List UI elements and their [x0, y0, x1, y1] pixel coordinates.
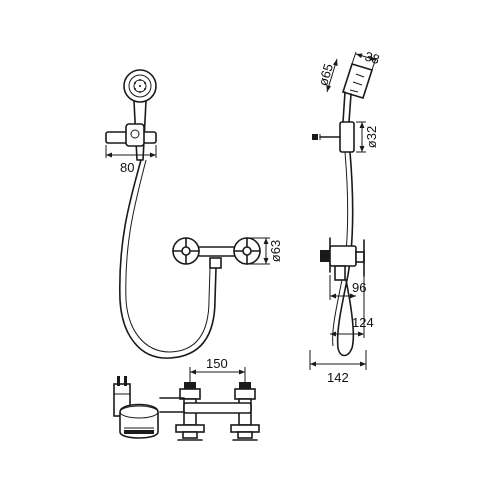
dim-80-label: 80 — [120, 160, 134, 175]
bottom-mixer-body — [183, 402, 252, 414]
dim-142-label: 142 — [327, 370, 349, 385]
dim-38-label: 38 — [363, 49, 381, 68]
shower-hose-inner — [125, 159, 211, 353]
shower-hose — [118, 159, 217, 359]
dim-63-label: ø63 — [268, 240, 283, 262]
dimension-124: 124 — [330, 276, 374, 338]
dimension-142: 142 — [309, 350, 367, 385]
hand-shower-head — [123, 69, 157, 103]
dim-32-label: ø32 — [364, 126, 379, 148]
side-handle — [342, 91, 352, 123]
dimension-63: ø63 — [250, 237, 283, 265]
dimension-65: ø65 — [315, 58, 338, 93]
right-cross-handle — [233, 237, 261, 265]
bottom-view: 150 — [113, 356, 260, 441]
left-cross-handle — [172, 237, 200, 265]
dimension-150: 150 — [189, 356, 246, 386]
mixer-body — [196, 246, 238, 257]
side-mixer — [320, 237, 365, 281]
dimension-96: 96 — [329, 275, 366, 300]
front-view: 80 ø63 — [105, 69, 283, 359]
dim-124-label: 124 — [352, 315, 374, 330]
side-shower-head — [341, 63, 374, 99]
dimension-32: ø32 — [356, 121, 379, 153]
dim-65-label: ø65 — [315, 62, 336, 88]
dimension-80: 80 — [105, 145, 157, 175]
wall-holder — [105, 123, 157, 147]
spray-nozzles — [134, 79, 146, 93]
hose-connector — [209, 257, 222, 269]
dim-150-label: 150 — [206, 356, 228, 371]
bottom-shower-head — [119, 403, 159, 439]
side-wall-holder — [312, 121, 355, 153]
dim-96-label: 96 — [352, 280, 366, 295]
dimension-38: 38 — [351, 49, 381, 71]
side-view: ø65 38 ø32 — [309, 49, 381, 385]
